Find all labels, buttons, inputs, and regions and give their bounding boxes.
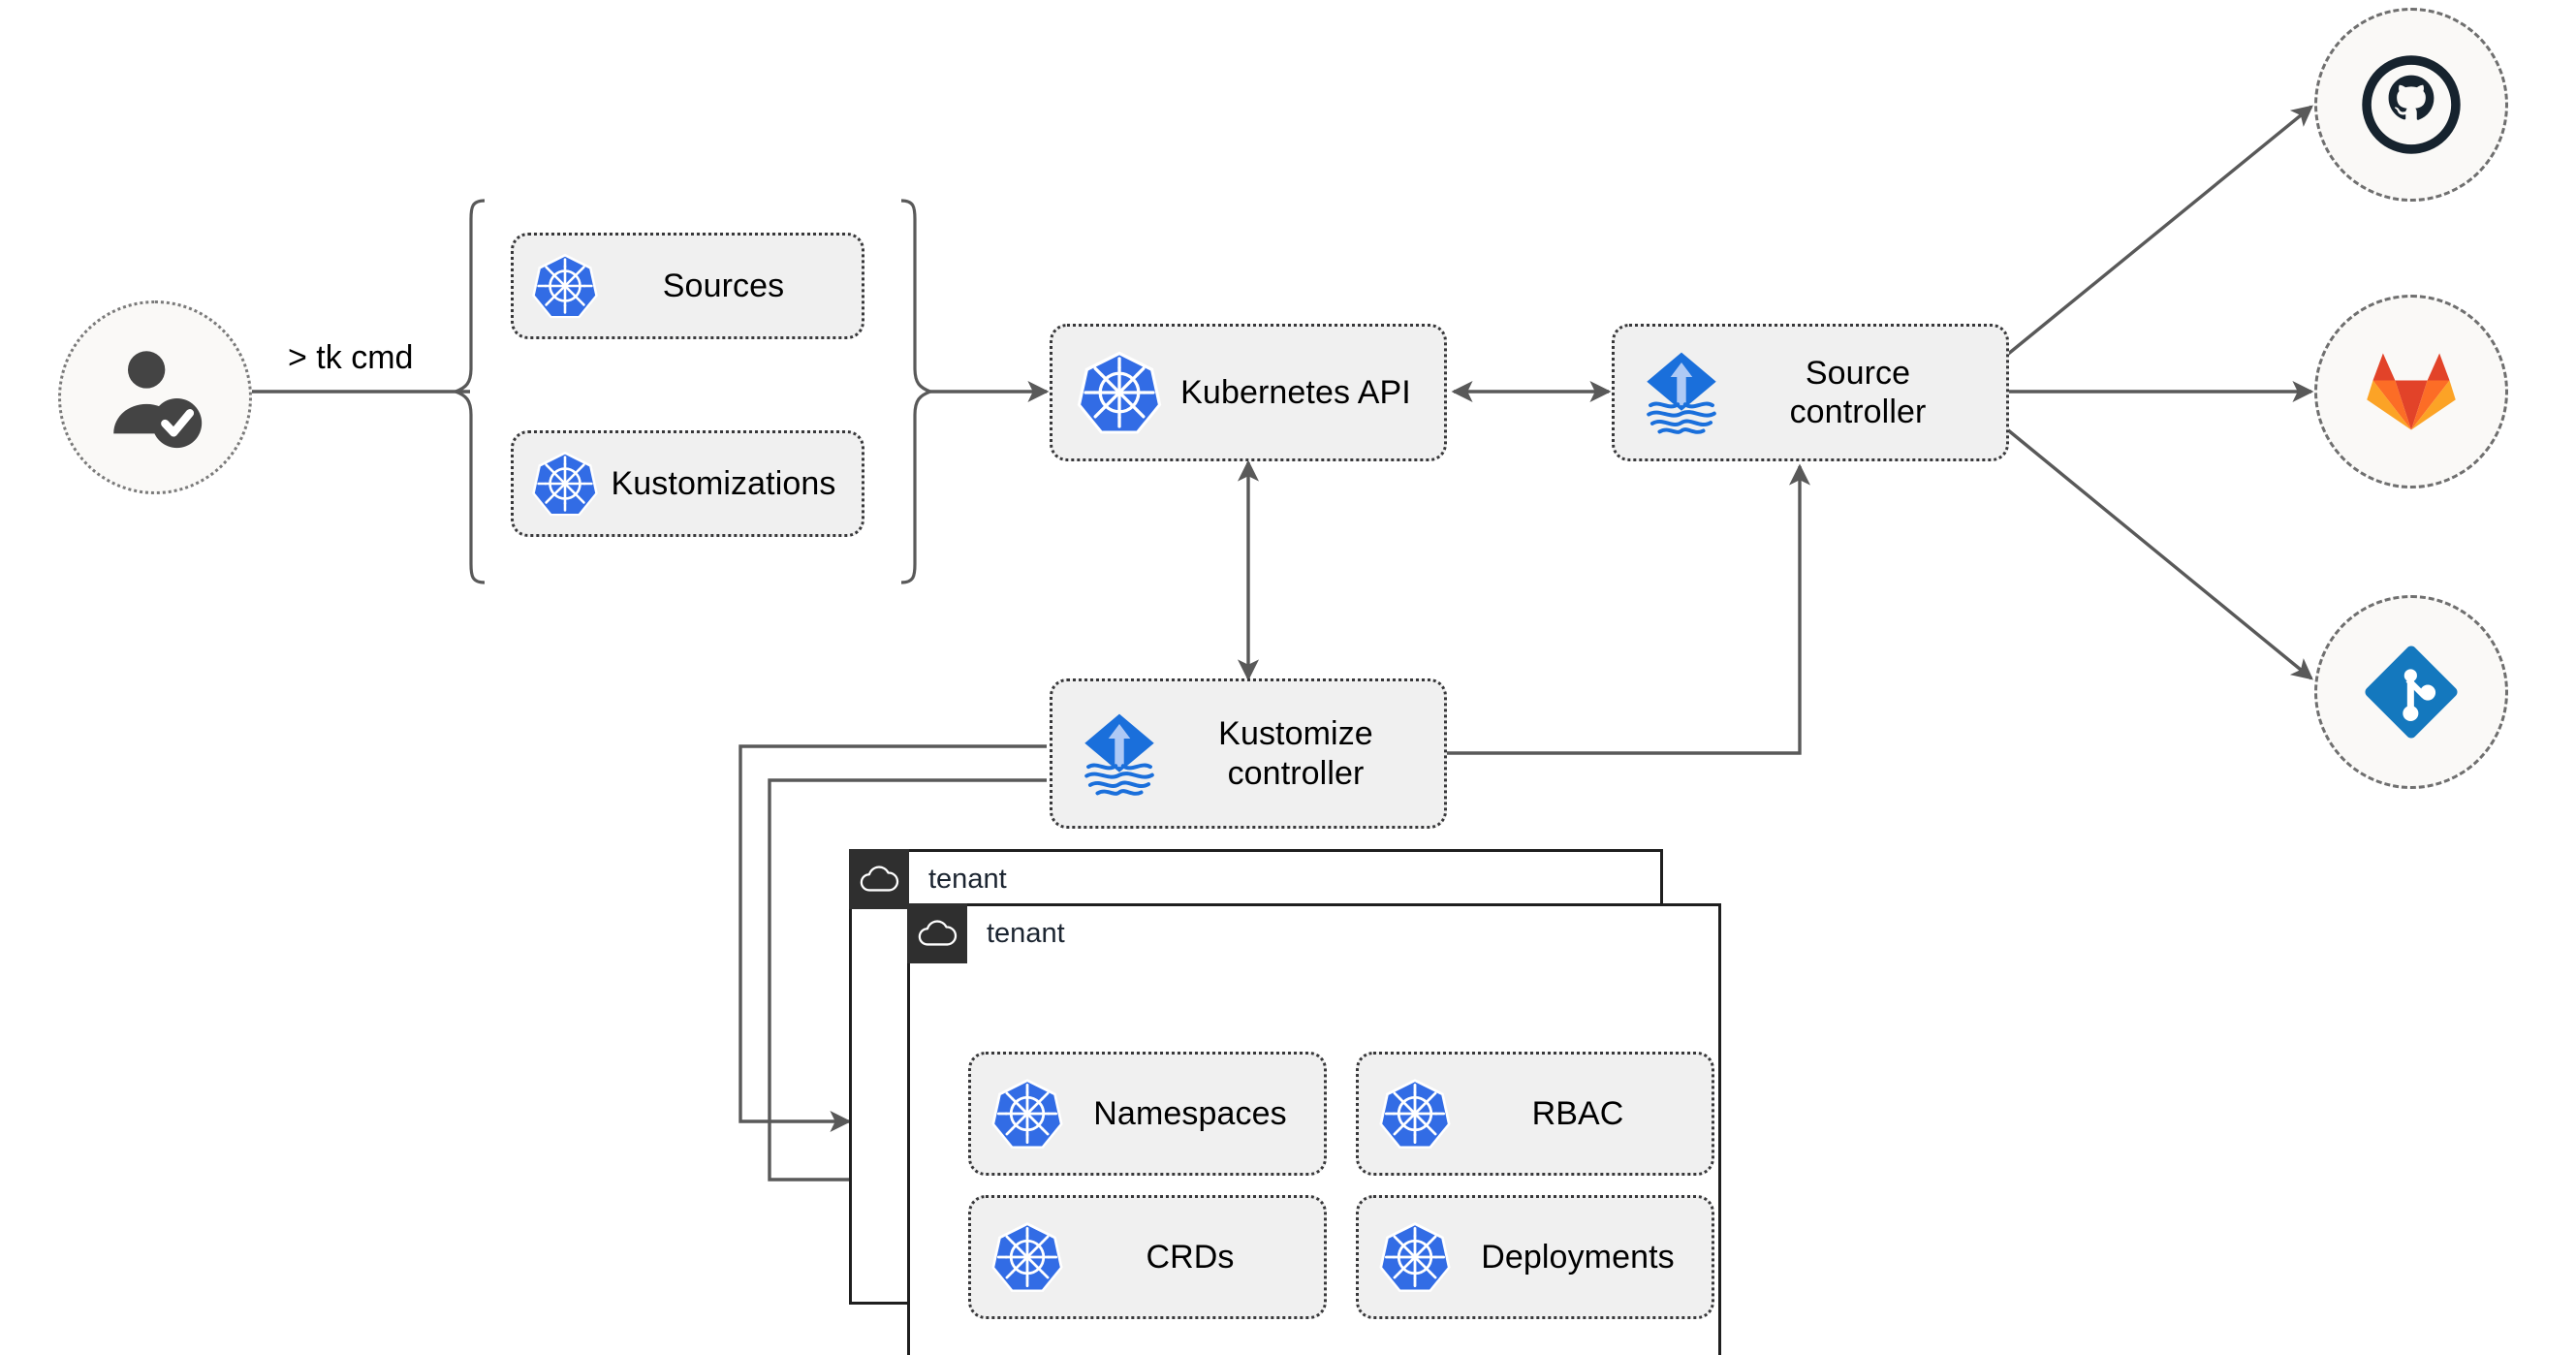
resource-label: Kustomizations	[611, 464, 836, 502]
cloud-icon	[907, 903, 967, 963]
resource-label: CRDs	[1146, 1238, 1235, 1276]
user-check-icon	[113, 351, 203, 449]
user-actor[interactable]	[58, 300, 252, 494]
tenant-title-outer: tenant	[928, 863, 1007, 895]
edge-source-to-github	[1995, 105, 2313, 365]
kubernetes-api-node[interactable]: Kubernetes API	[1050, 324, 1447, 461]
edge-source-to-git	[1995, 419, 2313, 680]
kubernetes-api-label: Kubernetes API	[1180, 373, 1411, 411]
kubernetes-icon	[979, 1219, 1076, 1295]
source-controller-node[interactable]: Source controller	[1612, 324, 2009, 461]
kubernetes-icon	[1066, 348, 1173, 437]
gitlab-icon	[2367, 353, 2456, 430]
tenant-title-inner: tenant	[987, 917, 1065, 949]
kubernetes-icon	[1367, 1219, 1463, 1295]
source-controller-line1: Source	[1805, 354, 1911, 392]
kustomize-controller-node[interactable]: Kustomize controller	[1050, 678, 1447, 829]
kustomize-controller-label: Kustomize controller	[1173, 714, 1430, 792]
tenant-header-inner: tenant	[907, 903, 1083, 963]
provider-git[interactable]	[2314, 595, 2508, 789]
kubernetes-icon	[523, 251, 607, 321]
edge-kustomize-to-source	[1447, 463, 1811, 755]
kubernetes-icon	[523, 449, 607, 519]
tenant-resource-rbac[interactable]: RBAC	[1356, 1052, 1714, 1176]
tenant-resource-crds[interactable]: CRDs	[968, 1195, 1327, 1319]
resource-label: RBAC	[1531, 1094, 1624, 1132]
tenant-card-inner[interactable]: tenant	[907, 903, 1721, 1355]
brace-right	[900, 199, 935, 584]
cloud-icon	[849, 849, 909, 909]
resource-label: Sources	[662, 267, 785, 304]
tenant-resource-deployments[interactable]: Deployments	[1356, 1195, 1714, 1319]
kustomize-controller-line2: controller	[1227, 754, 1365, 792]
git-icon	[2365, 646, 2458, 739]
flux-icon	[1066, 709, 1173, 800]
tenant-header-outer: tenant	[849, 849, 1024, 909]
source-controller-line2: controller	[1789, 394, 1927, 430]
tenant-resource-namespaces[interactable]: Namespaces	[968, 1052, 1327, 1176]
flux-icon	[1628, 347, 1735, 438]
kubernetes-icon	[979, 1076, 1076, 1151]
kubernetes-icon	[1367, 1076, 1463, 1151]
resource-label: Namespaces	[1093, 1094, 1287, 1132]
kustomize-controller-line1: Kustomize	[1218, 715, 1373, 753]
brace-left	[451, 199, 486, 584]
source-controller-label: Source controller	[1735, 354, 1993, 431]
github-icon	[2362, 55, 2461, 154]
tk-command-label: > tk cmd	[288, 339, 414, 376]
resource-box-sources[interactable]: Sources	[511, 233, 864, 339]
resource-label: Deployments	[1481, 1238, 1675, 1276]
provider-gitlab[interactable]	[2314, 295, 2508, 488]
provider-github[interactable]	[2314, 8, 2508, 202]
resource-box-kustomizations[interactable]: Kustomizations	[511, 430, 864, 537]
